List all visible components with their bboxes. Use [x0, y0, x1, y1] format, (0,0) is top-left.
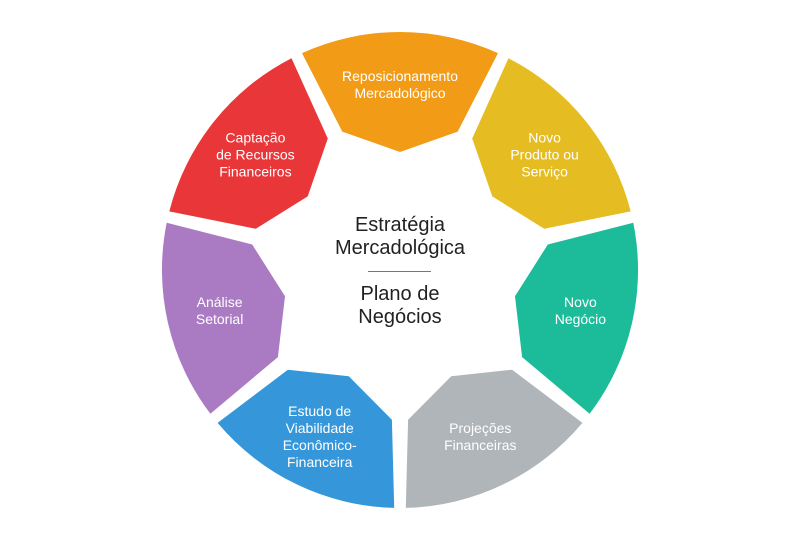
segment-2 [515, 222, 639, 414]
segment-6 [169, 58, 328, 229]
segment-label: Reposicionamento Mercadológico [342, 68, 458, 101]
segment-label: Captação de Recursos Financeiros [216, 129, 295, 180]
center-title: Estratégia Mercadológica [334, 214, 466, 259]
segment-label: Projeções Financeiras [444, 419, 517, 453]
segment-3 [405, 369, 583, 508]
segment-label: Análise Setorial [195, 294, 244, 328]
segment-4 [217, 369, 395, 508]
center-subtitle: Plano de Negócios [358, 283, 442, 328]
segment-label: Novo Produto ou Serviço [510, 129, 579, 180]
segment-label: Novo Negócio [554, 294, 607, 328]
segment-1 [472, 58, 631, 229]
segment-label: Estudo de Viabilidade Econômico- Finance… [282, 402, 357, 470]
segment-5 [161, 222, 285, 414]
segment-0 [302, 31, 498, 152]
center-divider [368, 271, 431, 272]
